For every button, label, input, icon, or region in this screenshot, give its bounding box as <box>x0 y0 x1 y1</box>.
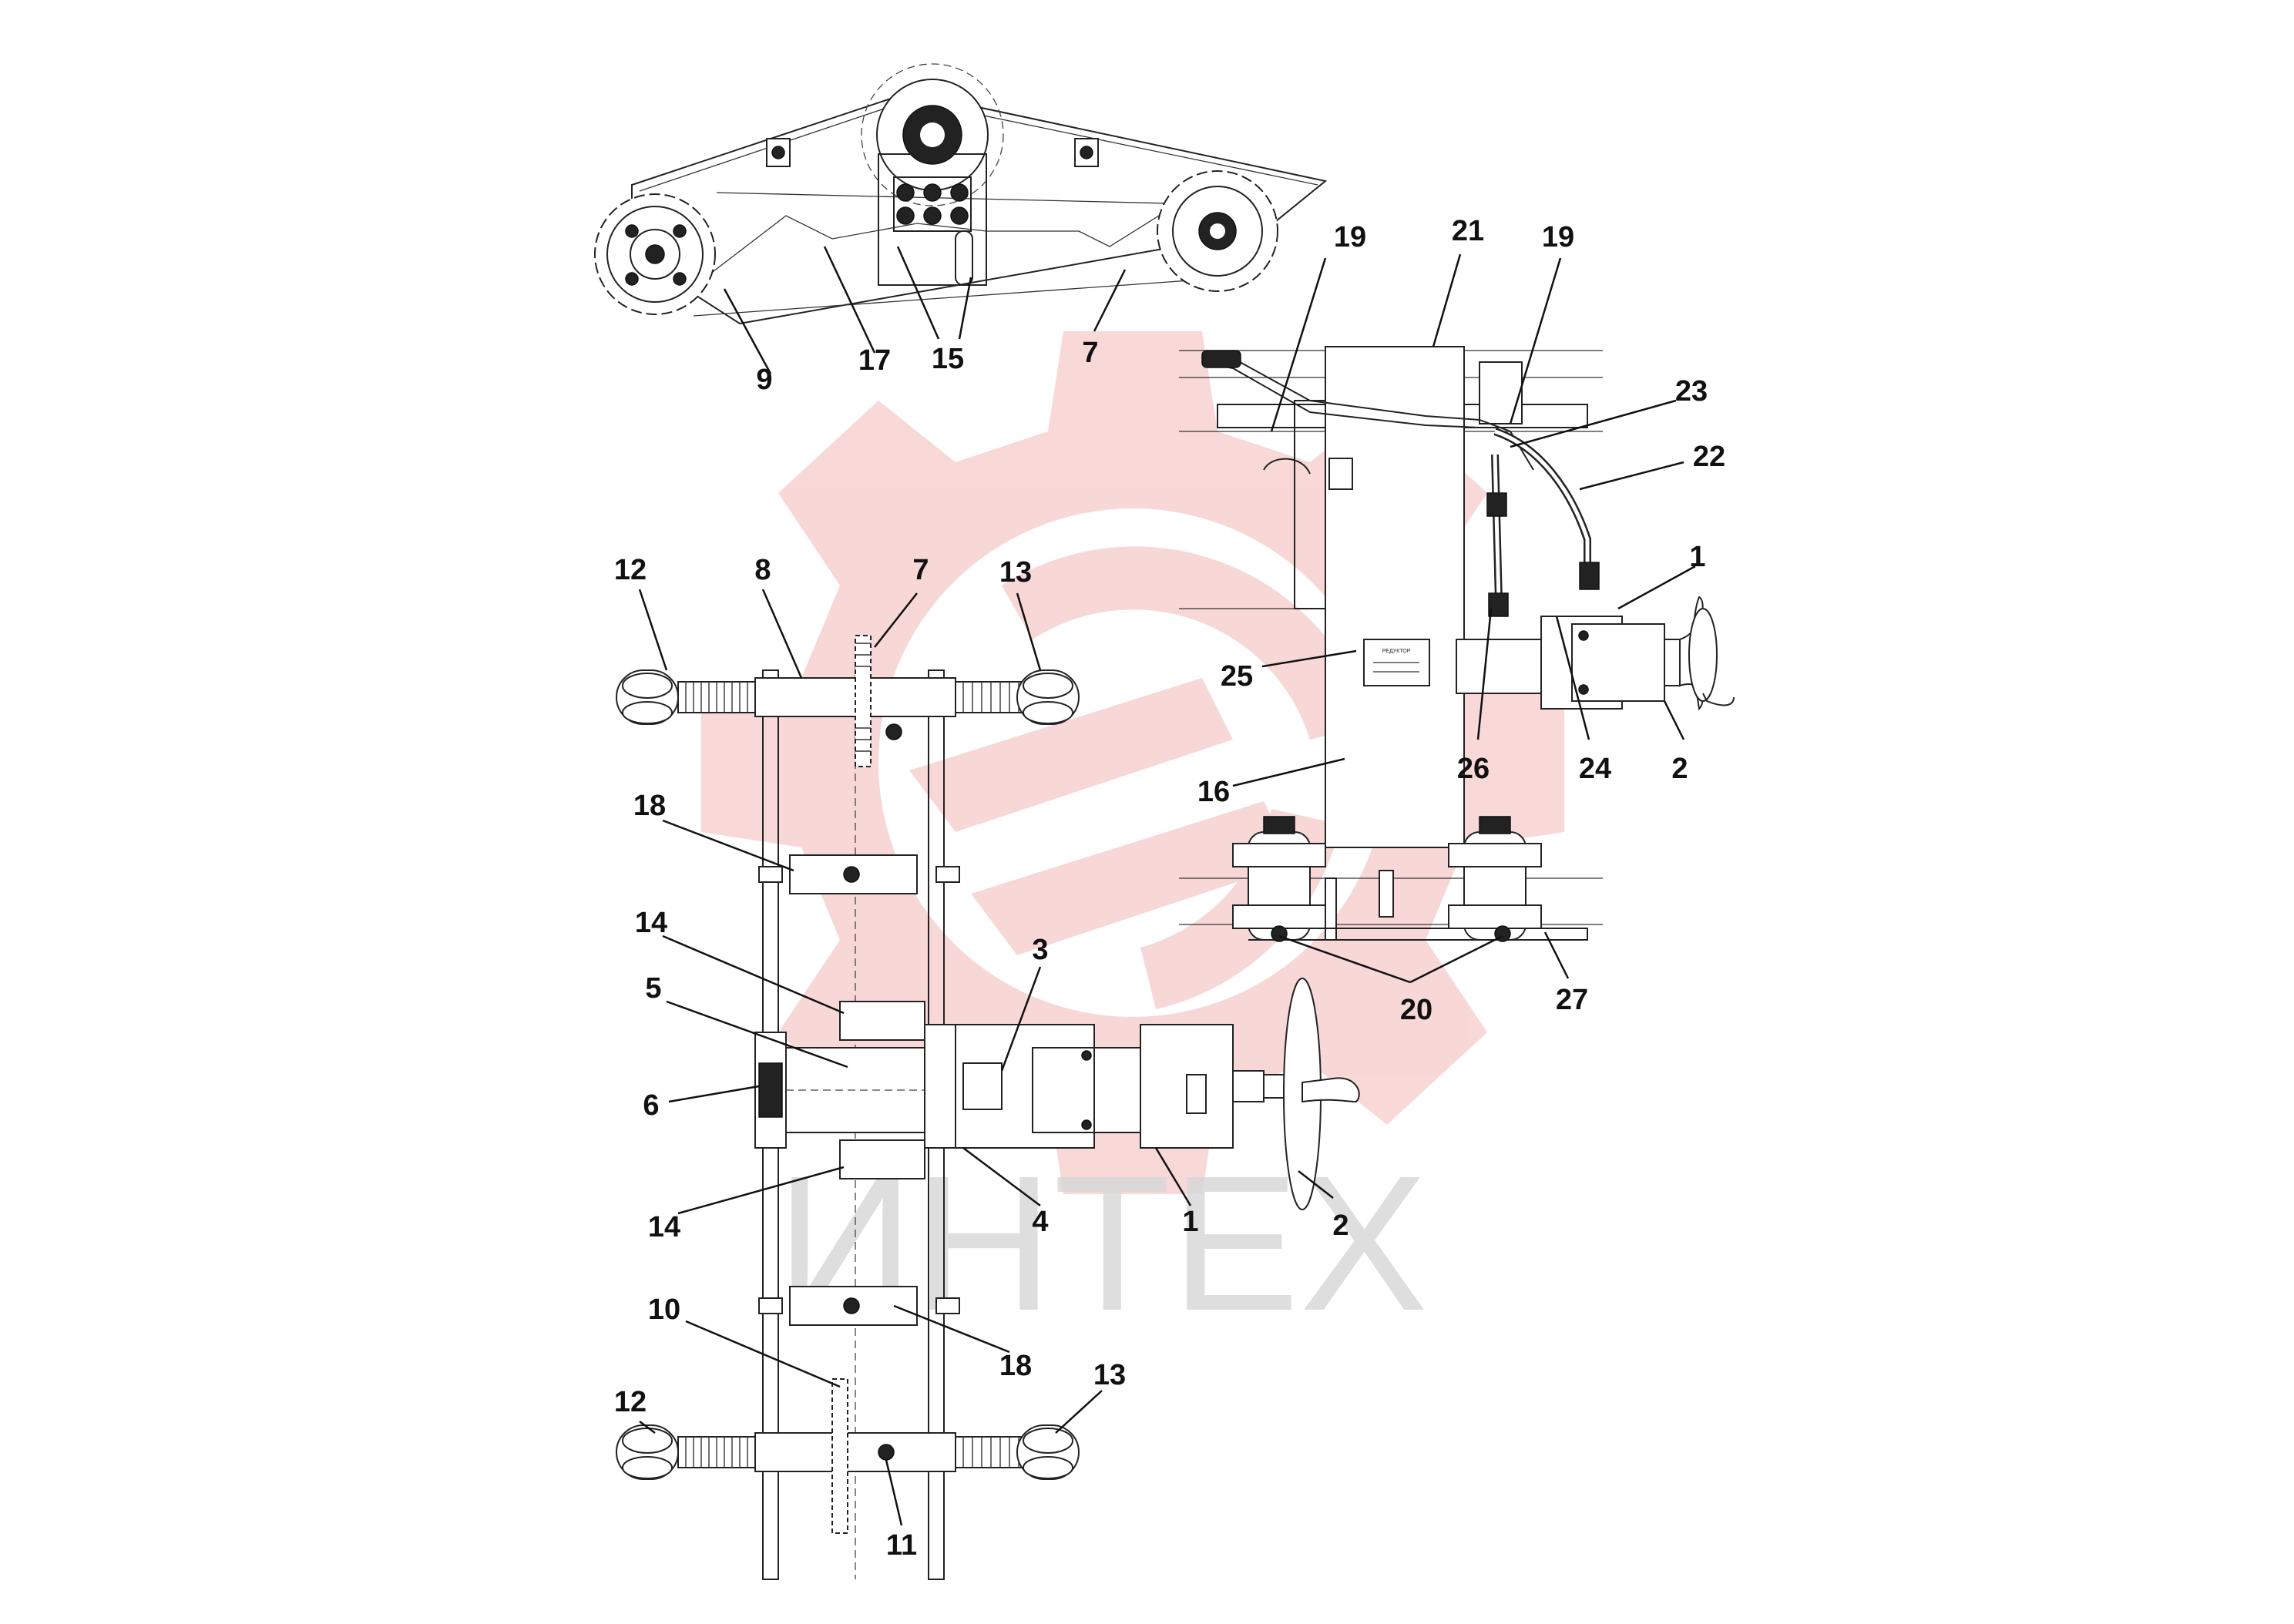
callout-7-top: 7 <box>1082 337 1098 369</box>
callout-7-front: 7 <box>912 554 929 586</box>
top-tensioner-screw <box>616 635 1080 767</box>
callout-27: 27 <box>1556 984 1588 1016</box>
callout-1-side: 1 <box>1689 541 1705 573</box>
callout-22: 22 <box>1693 441 1725 473</box>
callout-5: 5 <box>645 972 661 1005</box>
front-view-callouts: 12 8 7 13 18 14 5 3 6 14 4 1 2 18 10 12 … <box>614 554 1349 1562</box>
callout-21: 21 <box>1452 215 1484 247</box>
callout-16: 16 <box>1197 776 1230 808</box>
cross-member-upper <box>758 854 960 894</box>
callout-13-top: 13 <box>999 556 1032 589</box>
cylinder-handwheel <box>1456 596 1735 711</box>
callout-14-bottom: 14 <box>648 1211 680 1243</box>
callout-17: 17 <box>858 344 891 377</box>
callout-3: 3 <box>1032 934 1048 966</box>
callout-6: 6 <box>643 1089 659 1122</box>
callout-12-top: 12 <box>614 554 647 586</box>
center-gearbox <box>754 978 1360 1210</box>
nameplate: РЕДУКТОР <box>1363 639 1430 686</box>
callout-19-right: 19 <box>1542 221 1574 253</box>
top-view-callouts: 9 17 15 7 <box>723 246 1127 396</box>
hydraulic-hoses <box>1486 428 1600 617</box>
left-sprocket <box>594 193 716 315</box>
callout-9: 9 <box>756 364 772 396</box>
callout-8: 8 <box>754 554 771 586</box>
callout-1-front: 1 <box>1182 1206 1198 1238</box>
callout-18-bottom: 18 <box>999 1350 1032 1382</box>
callout-18-top: 18 <box>633 790 666 822</box>
callout-23: 23 <box>1675 375 1708 408</box>
callout-2-side: 2 <box>1671 753 1688 785</box>
side-view-callouts: 19 21 19 23 22 1 25 26 24 2 16 20 27 <box>1197 215 1725 1026</box>
callout-15: 15 <box>932 343 964 375</box>
right-sprocket <box>1157 170 1278 292</box>
bottom-tensioner-screw <box>616 1378 1080 1534</box>
callout-10: 10 <box>648 1293 680 1326</box>
idler-rollers <box>766 138 1099 167</box>
callout-2-front: 2 <box>1332 1210 1349 1242</box>
callout-20: 20 <box>1400 994 1432 1026</box>
callout-12-bottom: 12 <box>614 1386 647 1418</box>
callout-26: 26 <box>1457 753 1490 785</box>
callout-19-left: 19 <box>1334 221 1366 253</box>
side-view-assembly: РЕДУКТОР <box>1179 346 1735 942</box>
callout-4: 4 <box>1032 1206 1048 1238</box>
callout-25: 25 <box>1221 660 1253 693</box>
callout-14-top: 14 <box>635 907 667 939</box>
top-drive-sprocket <box>861 63 1004 286</box>
nameplate-text: РЕДУКТОР <box>1382 649 1411 654</box>
callout-13-bottom: 13 <box>1093 1359 1126 1391</box>
top-view-chain-drive <box>594 63 1328 325</box>
front-view-frame <box>616 635 1360 1580</box>
callout-11: 11 <box>886 1529 917 1562</box>
lower-rollers <box>1232 816 1588 942</box>
callout-24: 24 <box>1579 753 1611 785</box>
